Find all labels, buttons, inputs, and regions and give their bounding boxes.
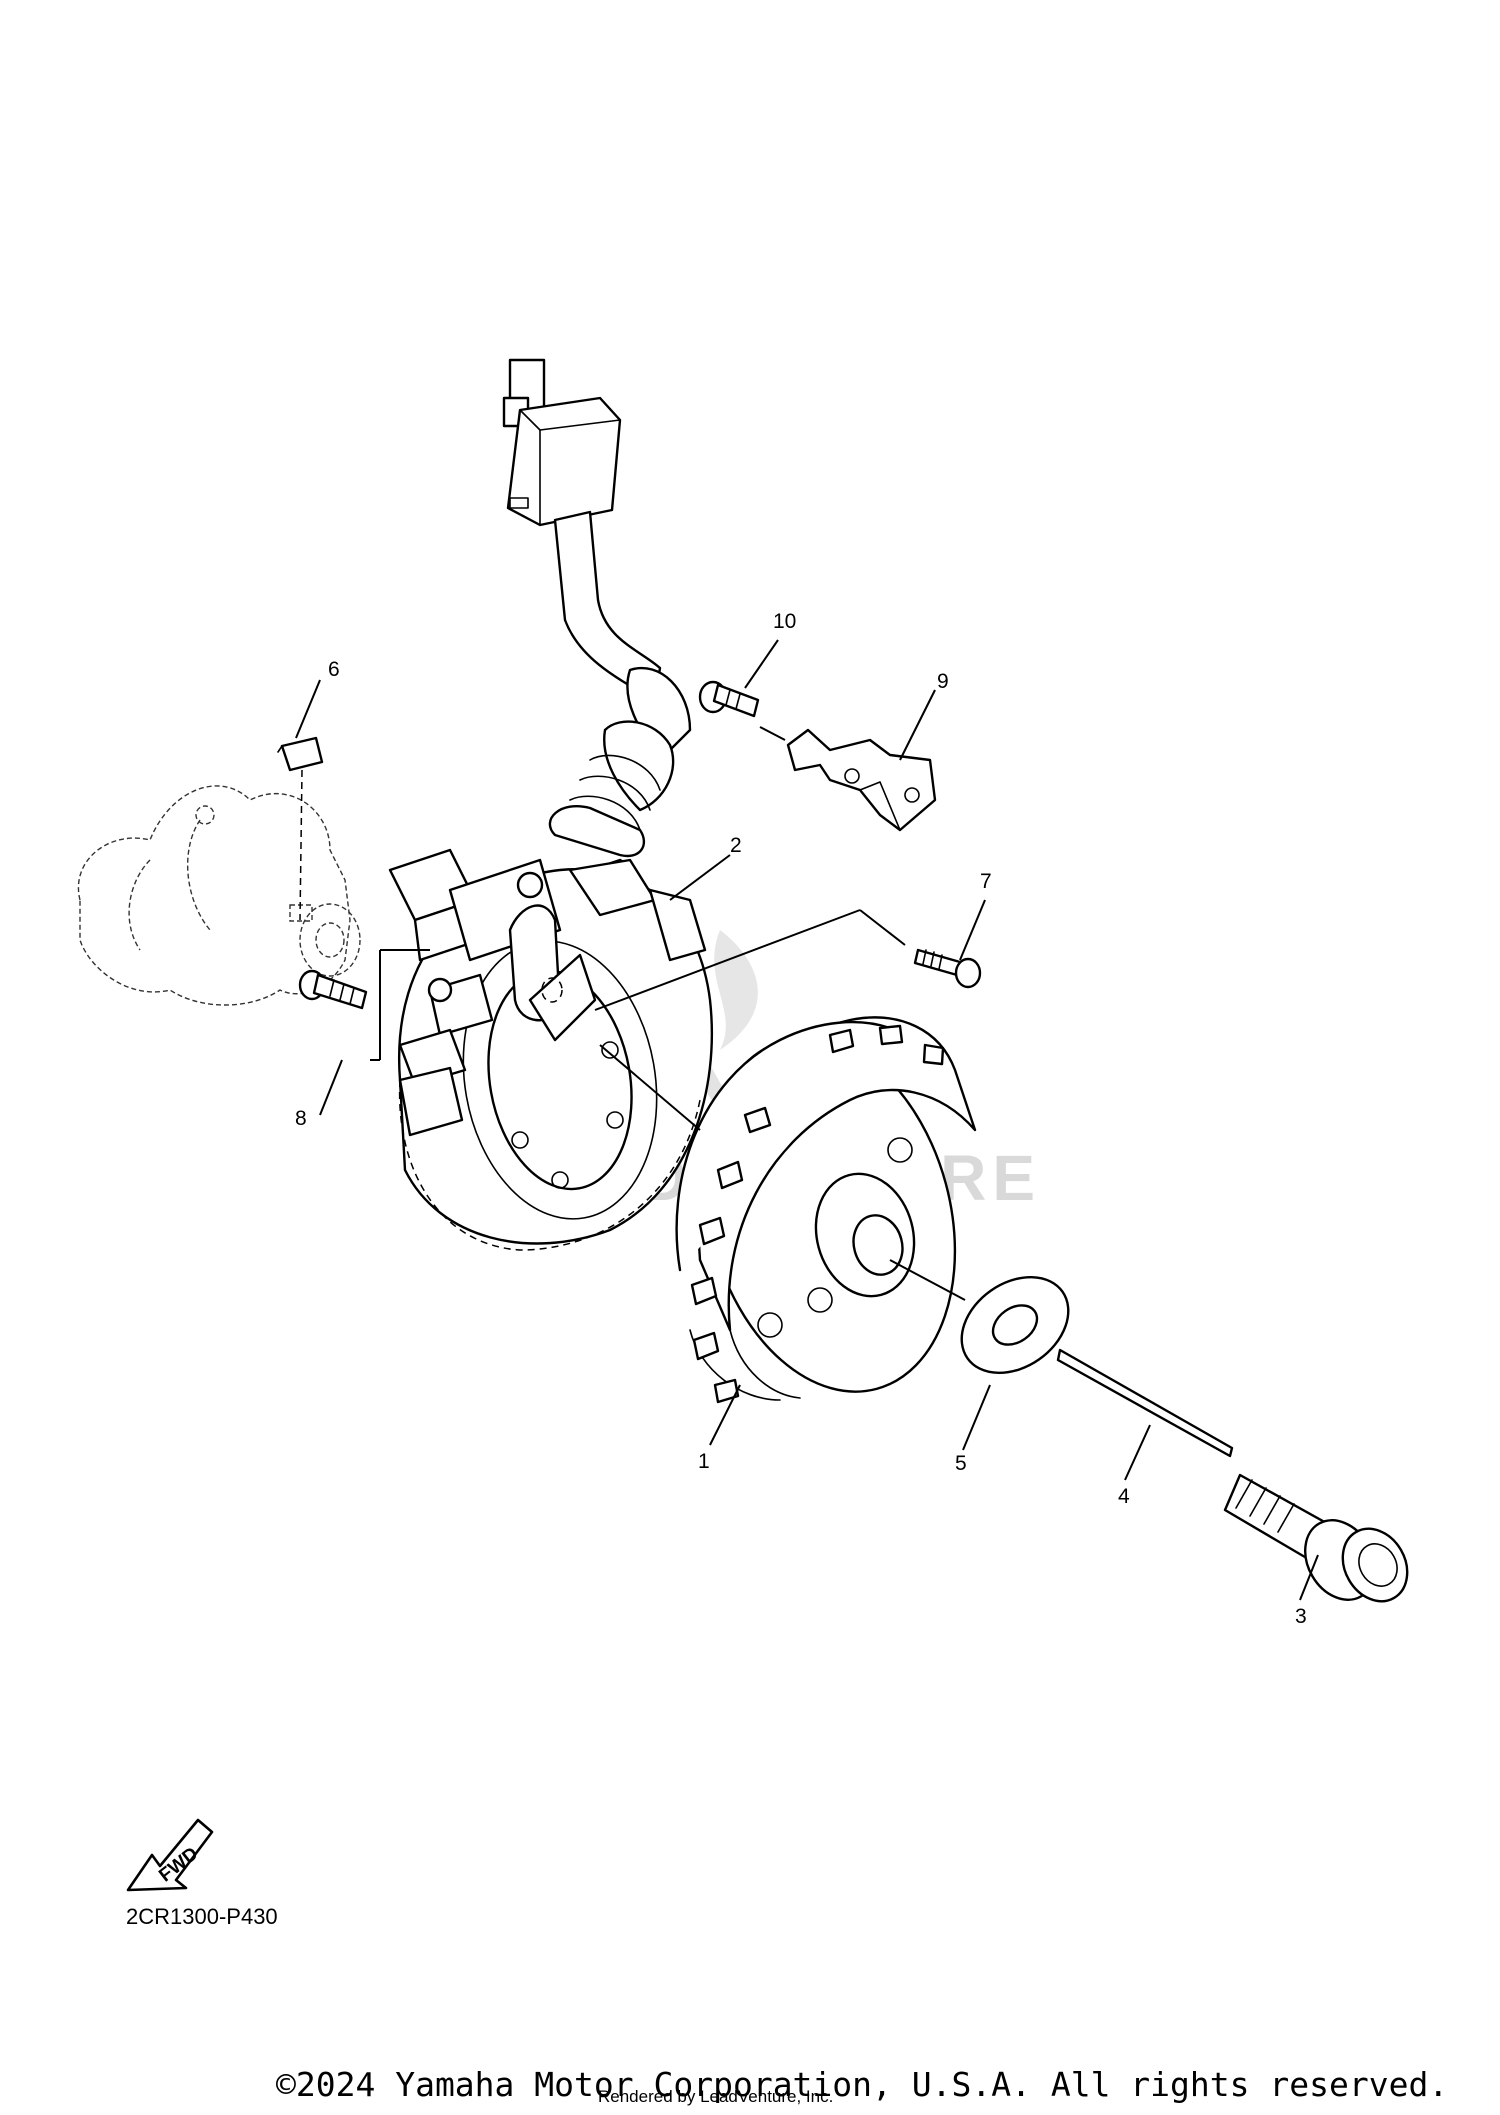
screw-7 xyxy=(913,948,982,989)
rendered-by-credit: Rendered by LeadVenture, Inc. xyxy=(598,2087,834,2106)
callout-numbers: 1 2 3 4 5 6 7 8 9 10 xyxy=(295,610,1307,1628)
callout-10: 10 xyxy=(773,610,796,633)
bolt-10 xyxy=(698,680,760,718)
bolt-8 xyxy=(298,969,368,1010)
crankshaft-outline xyxy=(77,785,361,1006)
flange-bolt xyxy=(1223,1473,1409,1603)
woodruff-key xyxy=(277,736,324,921)
callout-7: 7 xyxy=(980,870,992,893)
callout-1: 1 xyxy=(698,1450,710,1473)
stator-assembly xyxy=(388,848,714,1251)
stator-harness xyxy=(468,358,692,932)
leader-lines xyxy=(295,639,1319,1601)
callout-5: 5 xyxy=(955,1452,967,1475)
callout-8: 8 xyxy=(295,1107,307,1130)
pin xyxy=(1056,1348,1234,1458)
callout-3: 3 xyxy=(1295,1605,1307,1628)
callout-6: 6 xyxy=(328,658,340,681)
washer xyxy=(960,1275,1070,1375)
callout-4: 4 xyxy=(1118,1485,1130,1508)
callout-2: 2 xyxy=(730,834,742,857)
callout-9: 9 xyxy=(937,670,949,693)
copyright-notice: ©2024 Yamaha Motor Corporation, U.S.A. A… xyxy=(276,2065,1449,2104)
rotor-flywheel xyxy=(675,1016,977,1404)
fwd-arrow-icon: FWD xyxy=(126,1818,214,1892)
diagram-reference-code: 2CR1300-P430 xyxy=(126,1904,278,1929)
assembly-lines xyxy=(370,726,966,1301)
cable-clamp xyxy=(786,728,937,832)
